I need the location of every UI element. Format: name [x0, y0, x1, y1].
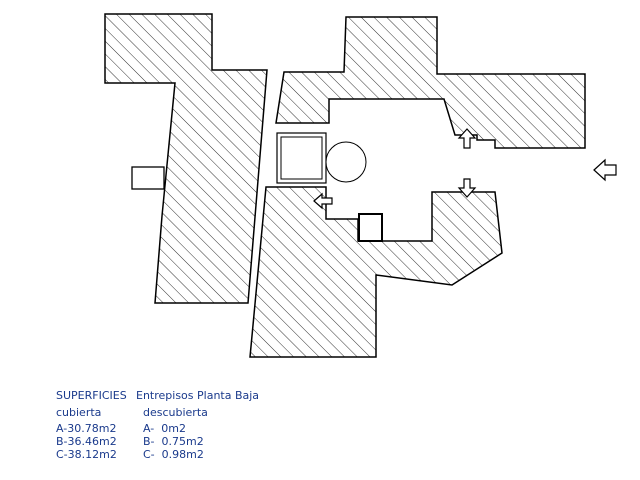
- round-cistern: [325, 141, 367, 183]
- covered-title: cubierta: [56, 406, 102, 419]
- arrow-down-icon: [457, 178, 477, 198]
- legend-heading: SUPERFICIES: [56, 389, 127, 402]
- floor-plan: [104, 13, 617, 358]
- covered-area-b: B-36.46m2: [56, 435, 117, 448]
- arrow-left-icon: [313, 192, 333, 210]
- uncovered-area-c: C- 0.98m2: [143, 448, 204, 461]
- uncovered-area-a: A- 0m2: [143, 422, 186, 435]
- entrance-arrow-icon: [593, 158, 617, 182]
- outbuilding: [131, 166, 165, 190]
- block-b: [275, 16, 586, 149]
- block-a: [104, 13, 268, 304]
- square-well: [276, 132, 327, 184]
- block-c: [249, 186, 503, 358]
- uncovered-title: descubierta: [143, 406, 208, 419]
- small-room: [358, 213, 383, 242]
- uncovered-area-b: B- 0.75m2: [143, 435, 204, 448]
- covered-area-a: A-30.78m2: [56, 422, 117, 435]
- covered-area-c: C-38.12m2: [56, 448, 117, 461]
- arrow-up-icon: [457, 128, 477, 149]
- square-well-inner: [280, 136, 323, 180]
- legend-subheading: Entrepisos Planta Baja: [136, 389, 260, 402]
